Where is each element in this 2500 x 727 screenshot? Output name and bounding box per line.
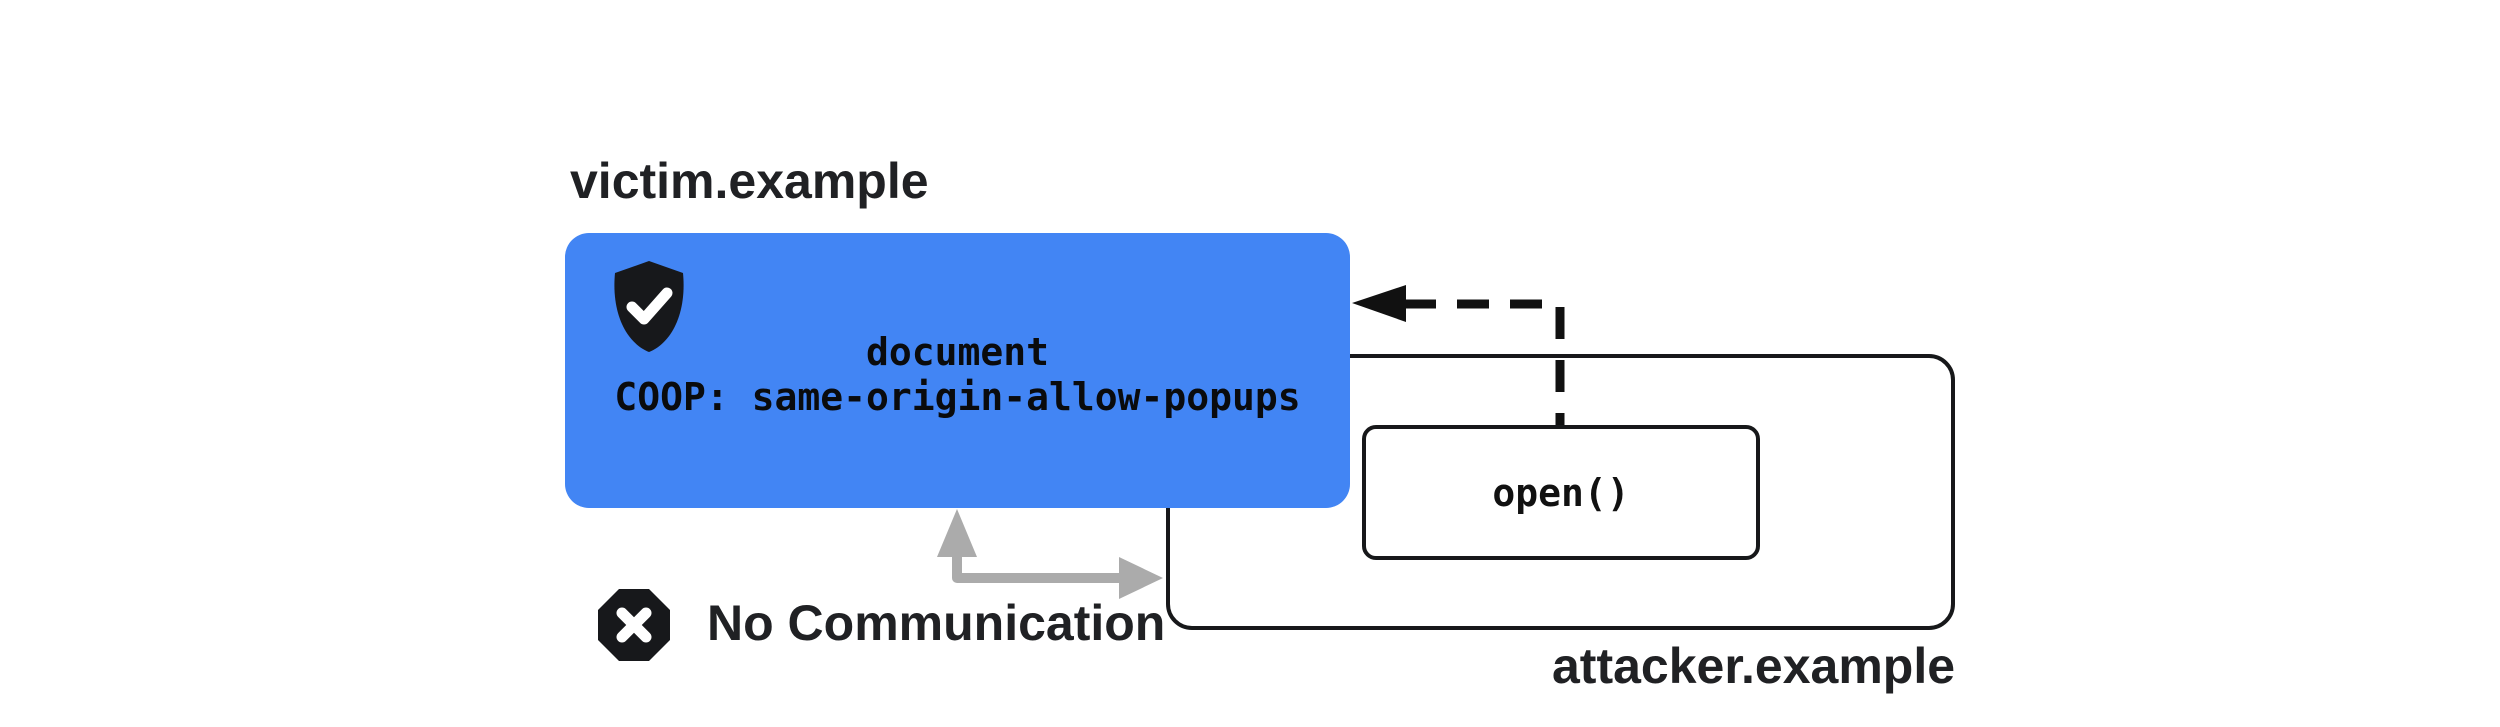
blocked-arrow-right-head-icon [1119,557,1163,599]
open-call-label: open() [1492,470,1630,515]
x-octagon-icon [598,589,670,661]
document-line: document [865,330,1050,374]
victim-document-box: document COOP: same-origin-allow-popups [565,233,1350,508]
dashed-arrow-head-icon [1352,285,1406,322]
no-communication-label: No Communication [707,595,1166,651]
victim-domain-label: victim.example [570,153,929,209]
gray-blocked-communication-arrow [937,509,1163,599]
shield-check-icon [614,261,684,352]
x-glyph [616,607,652,643]
victim-document-text: document COOP: same-origin-allow-popups [565,330,1350,420]
open-call-box: open() [1362,425,1760,560]
blocked-arrow-line [952,550,1122,583]
blocked-arrow-up-head-icon [937,509,977,557]
shield-checkmark [626,287,673,325]
attacker-domain-label: attacker.example [1552,638,1956,694]
coop-policy-line: COOP: same-origin-allow-popups [614,375,1301,419]
